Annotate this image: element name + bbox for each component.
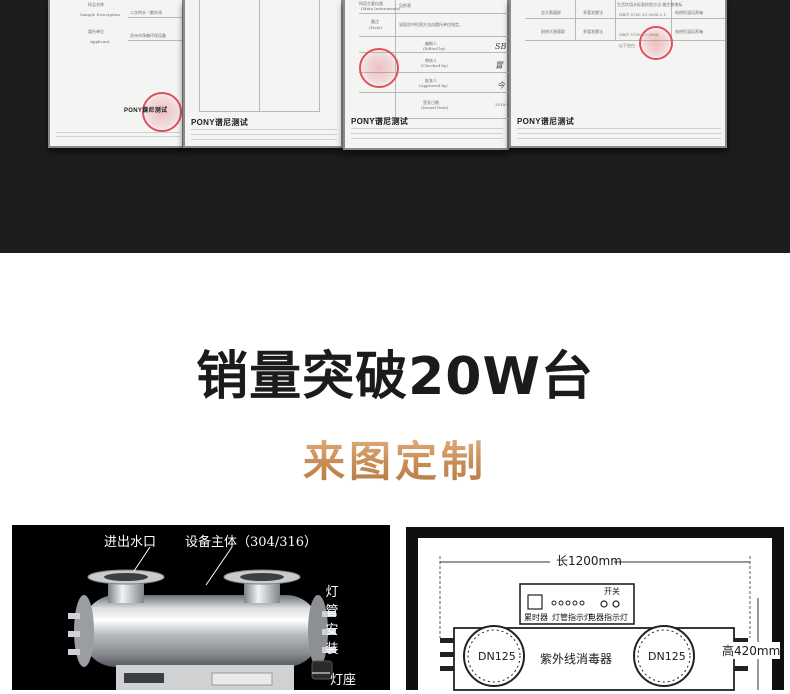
dimension-drawing: 长1200mm 高420mm 灯管指示灯 累时器 电器指示灯 开关 DN125 … <box>418 538 781 691</box>
cert1-field-1: 样品名称 <box>88 2 104 7</box>
cert3-field-1: 所用主要仪器 <box>359 1 383 6</box>
certificate-2: PONY谱尼测试 <box>183 0 343 148</box>
cert3-value-2: 该报告中检测方法由委托单位指定。 <box>399 22 463 27</box>
dim-length-label: 长1200mm <box>556 554 622 568</box>
cert3-field-9: 批准人 <box>425 78 437 83</box>
cert3-field-6: (Edited by) <box>423 46 446 51</box>
uv-sterilizer-illustration <box>68 546 336 690</box>
cert3-value-3: 2018.0 <box>495 102 509 107</box>
cert4-value-2: 生活饮用水标准检验方法 微生物指标 <box>617 2 683 7</box>
certificate-3: 所用主要仪器 (Main Instruments) 见附表 备注 (Note) … <box>343 0 511 150</box>
right-flange-dn-label: DN125 <box>648 650 686 663</box>
cert2-logo: PONY谱尼测试 <box>191 118 249 127</box>
cert3-field-10: (Approved by) <box>419 83 448 88</box>
cert4-logo: PONY谱尼测试 <box>517 117 575 126</box>
cert3-signature-1: SB <box>495 42 507 51</box>
custom-made-subheadline: 来图定制 <box>0 428 790 489</box>
label-inlet-outlet: 进出水口 <box>104 535 157 550</box>
cert3-field-3: 备注 <box>371 19 379 24</box>
cert3-field-2: (Main Instruments) <box>361 6 401 11</box>
cert4-red-seal <box>639 26 673 60</box>
cert3-signature-3: 今 <box>497 81 505 90</box>
product-photo: 进出水口 设备主体（304/316） 灯管安装 灯座 <box>12 525 390 690</box>
cert4-value-6: 以下空白 <box>619 43 635 48</box>
cert1-field-4: Applicant <box>90 39 110 44</box>
cert4-value-3: GB/T 5750.12-2006 2.1 <box>619 12 667 17</box>
certificate-banner: 样品名称 二次供水（紫外线 Sample Description 委托单位 沧州… <box>0 0 790 253</box>
device-name-label: 紫外线消毒器 <box>540 652 613 666</box>
label-lamp-base: 灯座 <box>330 673 357 688</box>
cert1-value-1: 二次供水（紫外线 <box>130 10 162 15</box>
cert3-field-5: 编制人 <box>425 41 437 46</box>
cert3-logo: PONY谱尼测试 <box>351 117 409 126</box>
label-lamp-install: 灯管安装 <box>325 585 339 657</box>
cert4-field-1: 总大肠菌群 <box>541 10 561 15</box>
cert1-field-2: Sample Description <box>80 12 120 17</box>
certificate-4: 总大肠菌群 耐热大肠菌群 多管发酵法 多管发酵法 生活饮用水标准检验方法 微生物… <box>509 0 727 148</box>
switch-label: 开关 <box>604 587 620 596</box>
lamp-indicator-label: 灯管指示灯 <box>552 613 592 622</box>
cert4-field-2: 耐热大肠菌群 <box>541 29 565 34</box>
cert3-field-7: 审核人 <box>425 58 437 63</box>
cert4-value-5: 电热恒温培养箱 <box>675 10 703 15</box>
cert1-value-2: 沧州市净森环保设备 <box>130 33 166 38</box>
label-main-body: 设备主体（304/316） <box>185 535 318 550</box>
cert4-value-1b: 多管发酵法 <box>583 29 603 34</box>
cert3-field-11: 签发日期 <box>423 100 439 105</box>
cert3-signature-2: 冒 <box>495 61 503 70</box>
certificate-1: 样品名称 二次供水（紫外线 Sample Description 委托单位 沧州… <box>48 0 184 148</box>
cert4-value-5b: 电热恒温培养箱 <box>675 29 703 34</box>
drawing-lines <box>439 552 759 691</box>
cert1-red-seal <box>142 92 182 132</box>
cert3-value-1: 见附表 <box>399 3 411 8</box>
power-indicator-label: 电器指示灯 <box>588 613 628 622</box>
cert3-red-seal <box>359 48 399 88</box>
timer-label: 累时器 <box>524 613 548 622</box>
left-flange-dn-label: DN125 <box>478 650 516 663</box>
sales-headline: 销量突破20W台 <box>196 347 594 407</box>
cert1-logo: PONY谱尼测试 <box>124 108 168 114</box>
cert3-field-8: (Checked by) <box>421 63 448 68</box>
cert4-value-1: 多管发酵法 <box>583 10 603 15</box>
cert1-field-3: 委托单位 <box>88 29 104 34</box>
cert3-field-4: (Note) <box>369 25 383 30</box>
dim-height-label: 高420mm <box>722 642 781 659</box>
cert3-field-12: (Issued Date) <box>421 105 449 110</box>
cert4-value-4: GB/T 5750.12-2006 <box>619 32 659 37</box>
